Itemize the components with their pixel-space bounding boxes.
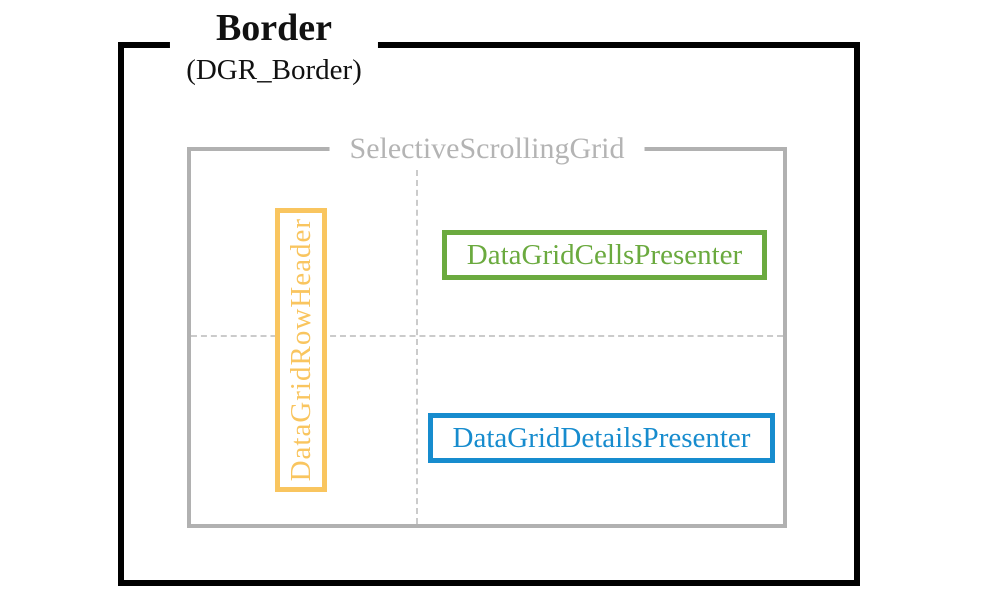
border-element-part-name: (DGR_Border) [186, 54, 362, 86]
border-element-title: Border [169, 4, 379, 52]
datagrid-details-presenter-label: DataGridDetailsPresenter [452, 421, 751, 454]
datagrid-cells-presenter-box: DataGridCellsPresenter [442, 230, 767, 280]
border-element-outline [118, 42, 860, 586]
grid-row-divider-dashed-line [191, 335, 783, 337]
selective-scrolling-grid-title: SelectiveScrollingGrid [329, 130, 645, 168]
datagrid-row-header-box: DataGridRowHeader [275, 208, 327, 492]
datagrid-row-header-label: DataGridRowHeader [284, 218, 317, 482]
grid-column-divider-dashed-line [416, 170, 418, 524]
datagrid-cells-presenter-label: DataGridCellsPresenter [466, 238, 743, 271]
datagrid-details-presenter-box: DataGridDetailsPresenter [428, 413, 775, 463]
